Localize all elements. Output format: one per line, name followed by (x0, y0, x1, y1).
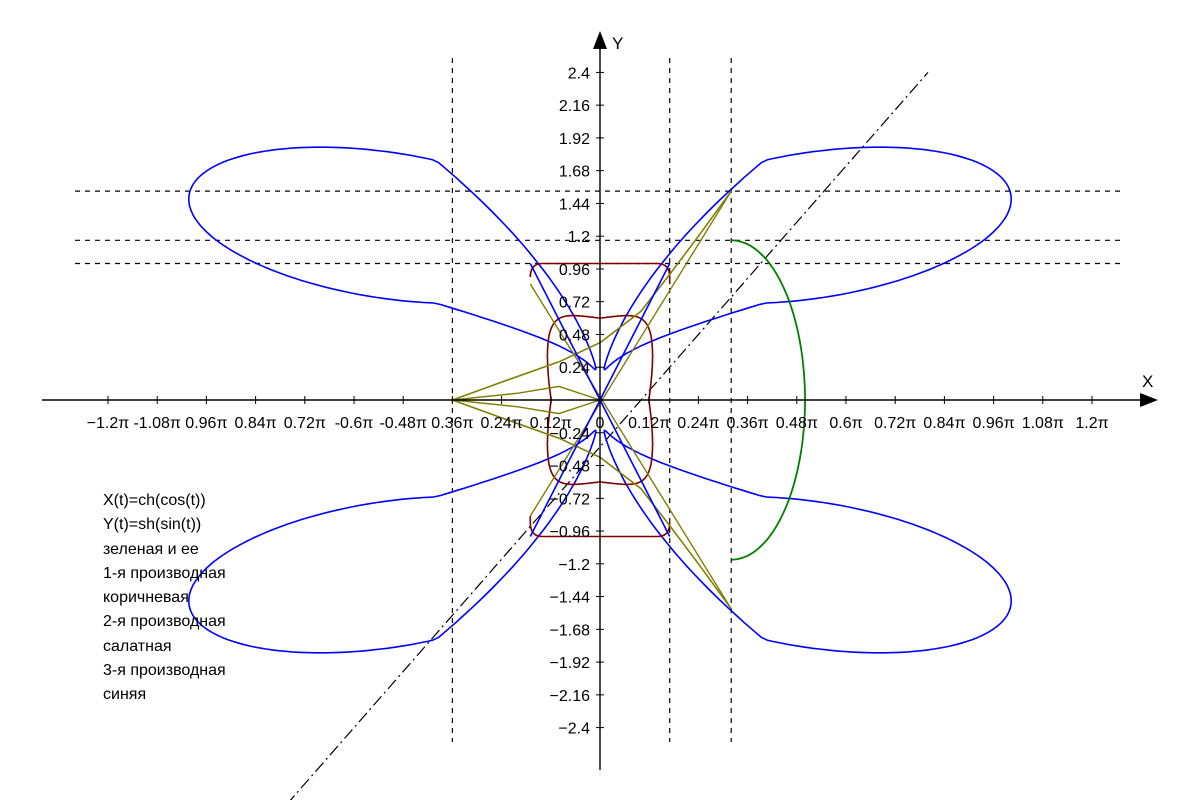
x-tick-label: 0.24π (677, 415, 719, 432)
y-tick-label: −1.44 (550, 590, 591, 607)
blue-petal-curve (187, 146, 597, 371)
y-tick-label: −1.68 (550, 622, 591, 639)
y-axis-arrow (593, 31, 607, 49)
x-tick-label: 0.12π (628, 415, 670, 432)
x-tick-label: 0.48π (776, 415, 818, 432)
brown-derivative-bottom (529, 516, 671, 538)
diagonal-guide-line (289, 72, 929, 800)
olive-derivative-curve (452, 385, 601, 401)
x-tick-label: 1.2π (1075, 415, 1108, 432)
y-axis-label: Y (612, 34, 623, 53)
x-tick-label: 0.84π (923, 415, 965, 432)
y-tick-label: 0.24 (559, 360, 590, 377)
olive-derivative-line (529, 283, 732, 610)
y-tick-label: 1.68 (559, 164, 590, 181)
x-tick-label: 0.96π (973, 415, 1015, 432)
legend-line: 1-я производная (103, 564, 226, 582)
legend-line: салатная (103, 637, 172, 655)
x-tick-label: 0 (596, 415, 605, 432)
y-tick-label: 2.4 (568, 65, 590, 82)
x-tick-label: -1.08π (133, 415, 181, 432)
blue-petal-curve (603, 429, 1013, 654)
y-tick-label: −2.16 (550, 688, 591, 705)
y-tick-label: −0.48 (550, 459, 591, 476)
legend-line: Y(t)=sh(sin(t)) (103, 516, 202, 534)
y-tick-label: 2.16 (559, 98, 590, 115)
x-tick-label: 0.12π (530, 415, 572, 432)
x-tick-label: −1.2π (87, 415, 130, 432)
legend-line: 2-я производная (103, 613, 226, 631)
x-tick-label: 0.36π (727, 415, 769, 432)
y-tick-label: −0.96 (550, 524, 591, 541)
x-tick-label: 0.96π (185, 415, 227, 432)
olive-derivative-line (529, 190, 732, 517)
x-tick-label: 0.6π (829, 415, 862, 432)
legend-line: 3-я производная (103, 662, 226, 680)
legend-line: зеленая и ее (103, 540, 199, 558)
brown-derivative-top (529, 262, 671, 284)
y-tick-label: −1.92 (550, 655, 591, 672)
x-axis-label: X (1142, 372, 1153, 391)
x-tick-label: 0.72π (874, 415, 916, 432)
legend-line: коричневая (103, 589, 189, 607)
y-tick-label: −2.4 (558, 721, 590, 738)
y-tick-label: 1.2 (568, 229, 590, 246)
blue-petal-curve (187, 429, 597, 654)
x-tick-label: 0.72π (284, 415, 326, 432)
x-tick-label: 0.36π (431, 415, 473, 432)
axes (42, 31, 1158, 770)
y-tick-label: 0.96 (559, 262, 590, 279)
x-tick-label: 1.08π (1022, 415, 1064, 432)
y-tick-label: 1.92 (559, 131, 590, 148)
x-tick-label: 0.84π (235, 415, 277, 432)
x-axis-arrow (1140, 393, 1158, 407)
y-tick-label: −1.2 (558, 557, 590, 574)
legend-line: синяя (103, 686, 147, 704)
y-tick-label: 0.48 (559, 327, 590, 344)
y-tick-label: −0.24 (550, 426, 591, 443)
legend-line: X(t)=ch(cos(t)) (103, 492, 206, 509)
blue-petal-curve (603, 146, 1013, 371)
y-tick-label: 1.44 (559, 196, 590, 213)
x-tick-label: -0.48π (379, 415, 427, 432)
olive-derivative-curve (452, 190, 732, 401)
x-tick-label: -0.6π (335, 415, 374, 432)
legend: X(t)=ch(cos(t)) Y(t)=sh(sin(t)) зеленая … (103, 489, 226, 708)
y-tick-label: −0.72 (550, 491, 591, 508)
olive-derivative-curve (452, 399, 601, 415)
x-tick-label: 0.24π (481, 415, 523, 432)
olive-derivative-curve (452, 399, 732, 610)
y-tick-label: 0.72 (559, 295, 590, 312)
